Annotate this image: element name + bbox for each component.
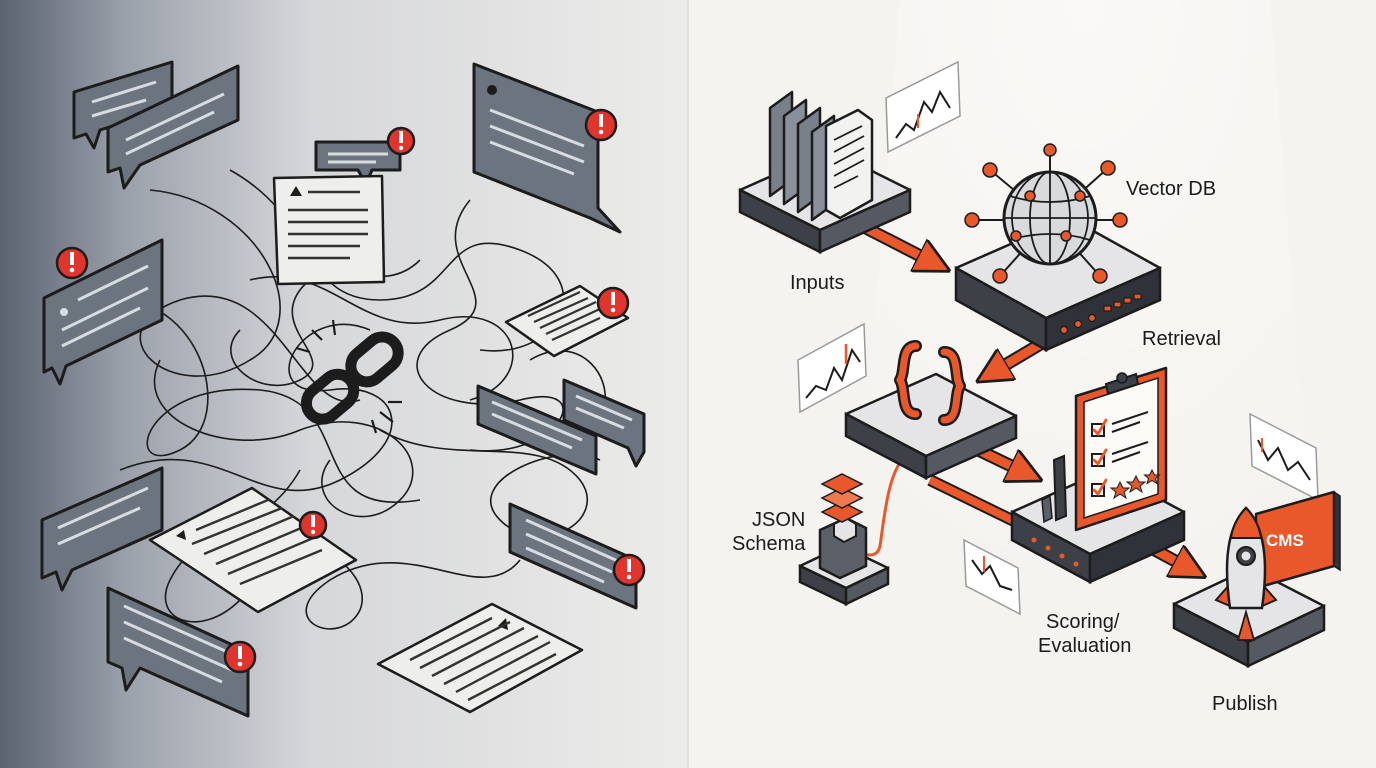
file-stack-icon [768,90,874,222]
document-sheet [148,486,358,614]
json-schema-label: JSON Schema [732,509,811,555]
retrieval-label: Retrieval [1142,328,1221,350]
chat-bubble [72,60,174,150]
exclamation-alert-icon [55,246,89,280]
vector-db-label: Vector DB [1126,178,1216,200]
exclamation-alert-icon [596,286,630,320]
json-schema-platform [798,473,890,606]
exclamation-alert-icon [386,126,416,156]
retrieval-server [954,216,1162,353]
inputs-label: Inputs [790,272,844,294]
chat-bubble [562,378,646,468]
network-globe-icon [964,143,1128,284]
chat-bubble [508,502,638,610]
scoring-label: Scoring/ Evaluation [1038,611,1131,657]
cms-panel: CMS [1254,490,1341,590]
document-sheet [272,174,386,286]
cms-label: CMS [1266,531,1304,550]
chat-bubble [42,238,164,386]
chat-bubble [40,466,164,592]
structuring-platform [844,372,1018,481]
mini-chart-card [797,322,867,414]
publish-label: Publish [1212,693,1278,715]
exclamation-alert-icon [612,553,646,587]
scoring-label-line-1: Scoring/ [1046,611,1120,633]
checklist-clipboard-icon [1074,366,1168,532]
scoring-label-line-2: Evaluation [1038,635,1131,657]
chat-bubble [472,62,622,234]
exclamation-alert-icon [298,510,328,540]
chat-bubble [476,384,598,476]
json-schema-label-line-2: Schema [732,533,806,555]
chat-bubble [106,64,240,190]
mini-chart-card [963,538,1021,616]
exclamation-alert-icon [223,640,257,674]
curly-braces-icon [894,340,966,426]
rocket-icon [1214,506,1278,641]
json-schema-label-line-1: JSON [752,509,805,531]
link-crack-lines [295,319,402,434]
exclamation-alert-icon [584,108,618,142]
mini-chart-card [885,60,961,154]
document-sheet [376,602,584,714]
